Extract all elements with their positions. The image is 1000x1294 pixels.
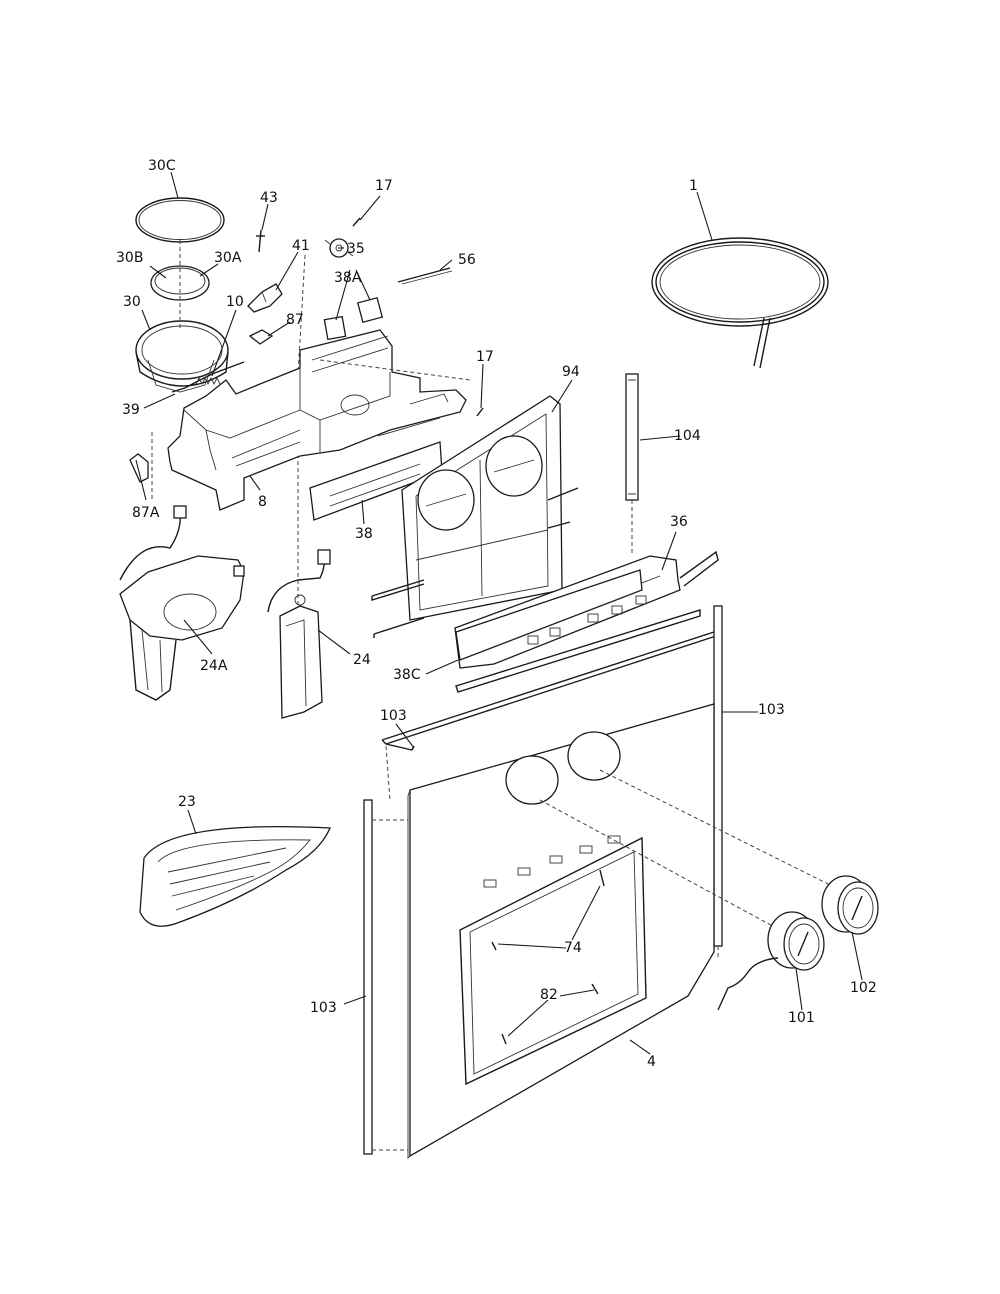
label-38a: 38A <box>334 270 362 286</box>
label-4: 4 <box>647 1054 656 1070</box>
part-24-bucket <box>267 549 331 719</box>
label-101: 101 <box>788 1010 815 1026</box>
part-87-clip <box>248 329 274 345</box>
label-24: 24 <box>353 652 371 668</box>
callout-labels: 30C 43 17 1 30B 30A 41 35 38A 56 30 10 8… <box>116 158 877 1070</box>
part-30-ring-housing <box>135 320 229 393</box>
part-101-gauge <box>717 911 825 1011</box>
part-41-bracket <box>247 283 283 313</box>
part-102-gauge <box>821 875 879 935</box>
part-23-drip-tray <box>139 825 331 927</box>
label-8: 8 <box>258 494 267 510</box>
label-87a: 87A <box>132 505 160 521</box>
part-103-trim-right <box>713 605 723 960</box>
part-8-dispenser-housing <box>167 329 467 511</box>
part-38a-switches <box>323 296 384 341</box>
label-103-right: 103 <box>758 702 785 718</box>
part-30c-gasket <box>135 197 225 243</box>
label-102: 102 <box>850 980 877 996</box>
label-87: 87 <box>286 312 304 328</box>
part-74-screws <box>491 869 605 951</box>
label-82: 82 <box>540 987 558 1003</box>
label-41: 41 <box>292 238 310 254</box>
label-74: 74 <box>564 940 582 956</box>
part-17-screw-b <box>476 407 484 417</box>
label-30c: 30C <box>148 158 176 174</box>
part-104-rod <box>625 373 639 501</box>
label-35: 35 <box>347 241 365 257</box>
label-36: 36 <box>670 514 688 530</box>
label-23: 23 <box>178 794 196 810</box>
leader-lines <box>135 171 863 1055</box>
label-104: 104 <box>674 428 701 444</box>
label-103-left: 103 <box>310 1000 337 1016</box>
label-30b: 30B <box>116 250 143 266</box>
label-39: 39 <box>122 402 140 418</box>
part-38c-board <box>455 569 701 693</box>
part-103-trim-left <box>363 799 408 1155</box>
part-56-rod <box>397 267 453 285</box>
label-1: 1 <box>689 178 698 194</box>
label-17-mid: 17 <box>476 349 494 365</box>
part-24a-motor <box>119 505 245 701</box>
label-30a: 30A <box>214 250 242 266</box>
label-56: 56 <box>458 252 476 268</box>
label-38: 38 <box>355 526 373 542</box>
part-82-screws <box>501 983 599 1045</box>
label-38c: 38C <box>393 667 421 683</box>
part-94-frame <box>371 395 579 638</box>
label-43: 43 <box>260 190 278 206</box>
part-1-tubing-coil <box>651 237 829 369</box>
part-17-screw <box>352 217 361 227</box>
part-39-spring <box>171 361 245 393</box>
part-4-door-panel <box>407 703 715 1160</box>
label-94: 94 <box>562 364 580 380</box>
label-10: 10 <box>226 294 244 310</box>
part-103-trim-top <box>381 631 717 751</box>
part-43-screw <box>256 229 265 253</box>
label-24a: 24A <box>200 658 228 674</box>
part-87a-clip <box>129 453 149 483</box>
label-30: 30 <box>123 294 141 310</box>
label-103-top: 103 <box>380 708 407 724</box>
label-17-top: 17 <box>375 178 393 194</box>
